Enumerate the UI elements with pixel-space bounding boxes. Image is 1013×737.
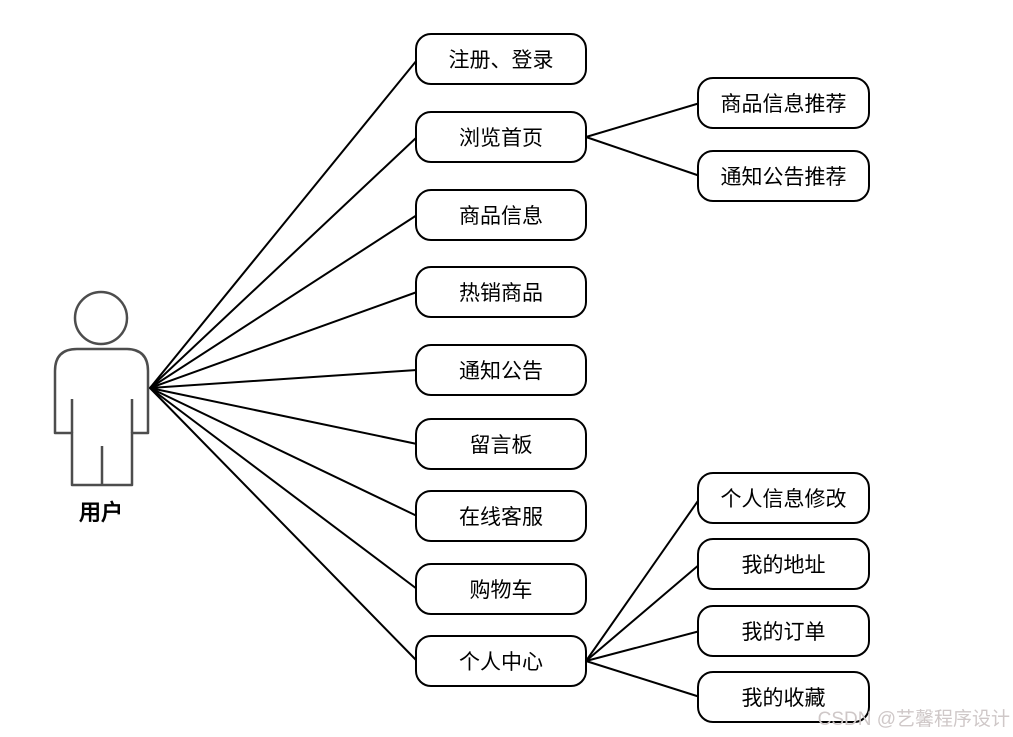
actor-connector-lines <box>149 59 418 662</box>
use-case-product-info: 商品信息 <box>415 189 587 241</box>
sub-use-case-my-address: 我的地址 <box>697 538 870 590</box>
use-case-register-login: 注册、登录 <box>415 33 587 85</box>
actor-head <box>73 290 129 346</box>
actor-figure <box>53 290 150 487</box>
sub-use-case-my-orders: 我的订单 <box>697 605 870 657</box>
use-case-browse-home: 浏览首页 <box>415 111 587 163</box>
use-case-hot-products: 热销商品 <box>415 266 587 318</box>
use-case-personal-center: 个人中心 <box>415 635 587 687</box>
use-case-message-board: 留言板 <box>415 418 587 470</box>
sub-use-case-notice-recommend: 通知公告推荐 <box>697 150 870 202</box>
use-case-online-service: 在线客服 <box>415 490 587 542</box>
sub-use-case-profile-edit: 个人信息修改 <box>697 472 870 524</box>
watermark-text: CSDN @艺馨程序设计 <box>817 709 1010 730</box>
sub-use-case-product-recommend: 商品信息推荐 <box>697 77 870 129</box>
browse-home-connector-lines <box>585 102 701 177</box>
actor-body <box>53 347 150 487</box>
sub-use-case-my-favorites: 我的收藏 <box>697 671 870 723</box>
use-case-notices: 通知公告 <box>415 344 587 396</box>
actor-label: 用户 <box>78 500 123 525</box>
personal-center-connector-lines <box>585 497 701 698</box>
use-case-shopping-cart: 购物车 <box>415 563 587 615</box>
